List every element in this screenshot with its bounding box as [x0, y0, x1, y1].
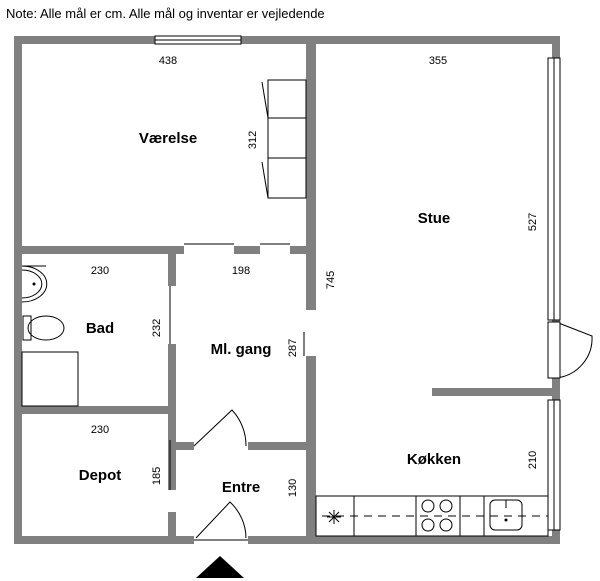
dim-stue-height: 527 — [527, 213, 539, 231]
dim-koekken-height: 210 — [527, 451, 539, 469]
room-label-gang: Ml. gang — [211, 341, 272, 358]
kitchen-sink-icon — [489, 499, 523, 531]
room-label-bad: Bad — [86, 320, 114, 337]
dim-vaerelse-width: 438 — [159, 55, 177, 67]
wardrobe — [261, 79, 307, 199]
shower — [21, 351, 79, 407]
windows — [154, 35, 561, 531]
balcony-door-swing — [555, 321, 593, 379]
dim-bad-height: 232 — [151, 319, 163, 337]
room-label-koekken: Køkken — [407, 451, 461, 468]
dim-entre-height: 130 — [287, 479, 299, 497]
sink-icon — [21, 265, 48, 303]
dim-vaerelse-height: 312 — [247, 131, 259, 149]
extractor-fan-icon — [327, 510, 341, 524]
room-labels: Værelse Stue Bad Ml. gang Depot Entre Kø… — [79, 130, 461, 496]
dim-gang-height: 287 — [287, 339, 299, 357]
room-label-vaerelse: Værelse — [139, 130, 197, 147]
entrance-arrow-icon — [196, 556, 244, 578]
dim-stue-left: 745 — [325, 271, 337, 289]
dimension-labels: 438 355 230 198 230 312 527 745 232 287 … — [91, 55, 539, 497]
dim-depot-width: 230 — [91, 424, 109, 436]
doors — [169, 243, 593, 539]
hob-icon — [421, 499, 453, 532]
entrance-door-swing — [195, 501, 247, 539]
dim-stue-width: 355 — [429, 55, 447, 67]
entre-door-swing — [193, 409, 247, 447]
interior-walls — [22, 44, 560, 545]
dim-gang-width: 198 — [232, 265, 250, 277]
room-label-depot: Depot — [79, 467, 122, 484]
room-label-entre: Entre — [222, 479, 260, 496]
room-label-stue: Stue — [418, 210, 451, 227]
kitchen-counter — [315, 495, 549, 537]
dim-depot-height: 185 — [151, 467, 163, 485]
toilet-icon — [22, 315, 65, 341]
disclaimer-note: Note: Alle mål er cm. Alle mål og invent… — [6, 6, 325, 21]
dim-bad-width: 230 — [91, 265, 109, 277]
